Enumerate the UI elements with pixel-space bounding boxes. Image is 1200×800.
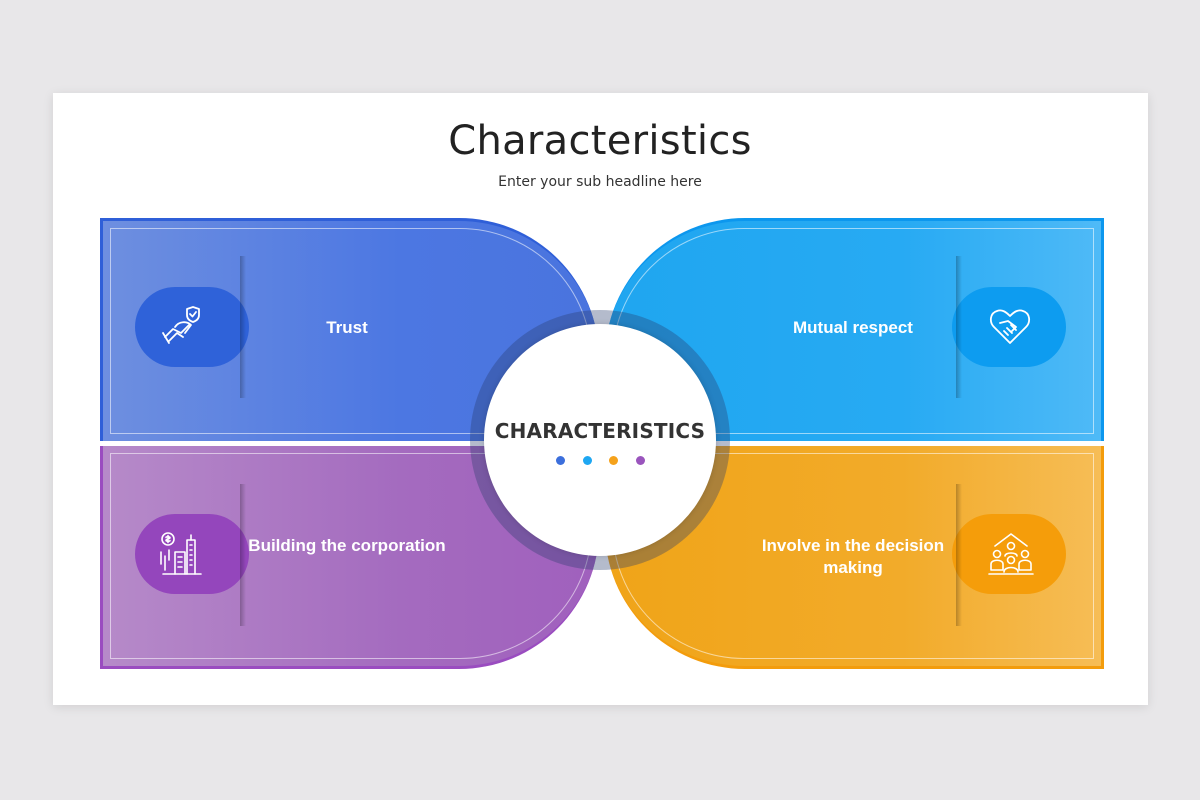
fold-shadow <box>956 484 962 626</box>
label-building-corporation: Building the corporation <box>248 536 446 555</box>
team-meeting-icon <box>987 530 1035 578</box>
dot-purple <box>636 456 645 465</box>
fold-shadow <box>240 256 246 398</box>
label-mutual-respect: Mutual respect <box>793 318 913 337</box>
label-decision-making: Involve in the decision making <box>761 536 945 577</box>
fold-shadow <box>956 256 962 398</box>
pill-mutual-respect <box>952 287 1066 367</box>
page-subtitle: Enter your sub headline here <box>498 174 702 190</box>
label-trust: Trust <box>326 318 368 337</box>
dot-light-blue <box>583 456 592 465</box>
handshake-shield-icon <box>159 303 207 351</box>
fold-shadow <box>240 484 246 626</box>
dot-blue <box>556 456 565 465</box>
pill-decision-making <box>952 514 1066 594</box>
pill-trust <box>135 287 249 367</box>
dot-orange <box>609 456 618 465</box>
center-circle <box>484 324 716 556</box>
city-buildings-icon <box>157 530 205 578</box>
pill-building-corporation <box>135 514 249 594</box>
page-title: Characteristics <box>448 118 752 164</box>
center-label: CHARACTERISTICS <box>494 419 706 443</box>
heart-handshake-icon <box>986 303 1034 351</box>
